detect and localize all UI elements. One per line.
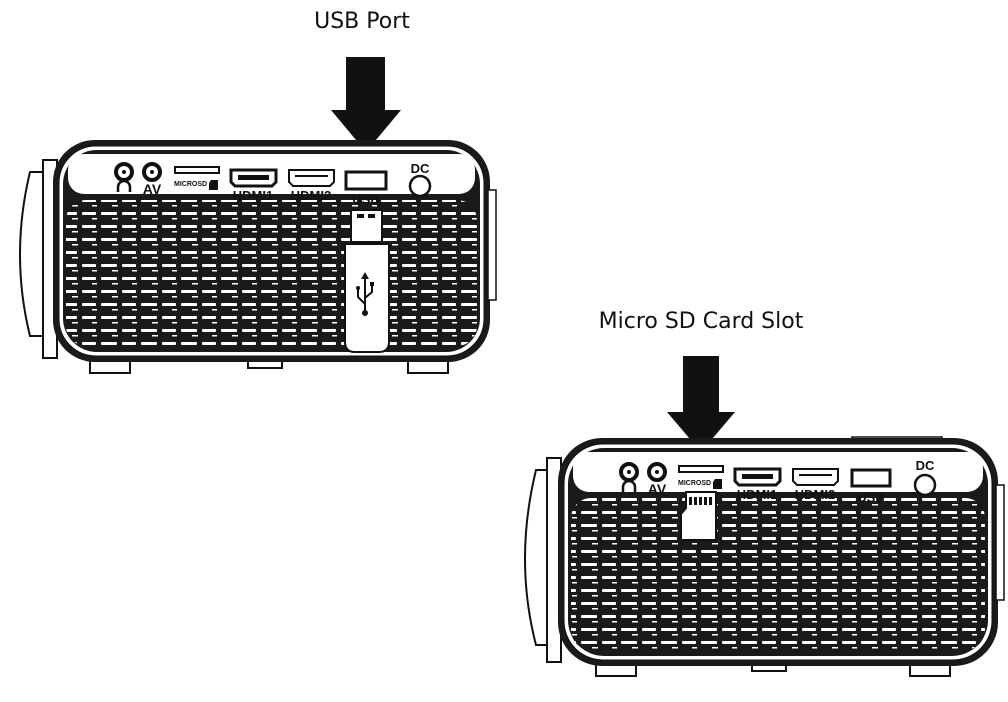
- headphone-icon: [116, 179, 132, 192]
- projector-body: [524, 436, 1005, 677]
- speaker-grille: [571, 498, 985, 650]
- microsd-card-icon: [680, 491, 717, 541]
- hdmi1-port: HDMI1: [229, 168, 278, 203]
- hdmi1-label: HDMI1: [737, 487, 777, 502]
- down-arrow-icon: [667, 356, 735, 452]
- usb-label: USB: [857, 490, 884, 505]
- dc-label: DC: [411, 161, 430, 176]
- hdmi1-port: HDMI1: [733, 467, 782, 502]
- hdmi2-port: HDMI2: [288, 169, 335, 203]
- usb-port: USB: [850, 468, 892, 505]
- av-jack: AV: [142, 162, 162, 197]
- headphone-jack: [619, 462, 639, 492]
- microsd-label: MICROSD: [678, 480, 711, 487]
- microsd-slot: MICROSD: [678, 465, 724, 489]
- projector-microsd-view: Micro SD Card Slot AV: [524, 309, 1005, 677]
- hdmi2-label: HDMI2: [291, 188, 331, 203]
- dc-jack: DC: [408, 161, 432, 198]
- usb-port-callout-label: USB Port: [314, 9, 410, 34]
- av-label: AV: [143, 181, 162, 197]
- microsd-slot-callout-label: Micro SD Card Slot: [599, 309, 804, 334]
- dc-jack: DC: [913, 458, 937, 497]
- microsd-slot: MICROSD: [174, 166, 220, 190]
- hdmi1-label: HDMI1: [233, 188, 273, 203]
- usb-flash-drive: [344, 209, 390, 353]
- down-arrow-icon: [331, 57, 401, 152]
- speaker-grille: [66, 200, 477, 346]
- headphone-icon: [621, 479, 637, 492]
- hdmi2-label: HDMI2: [795, 487, 835, 502]
- projector-usb-view: USB Port: [19, 9, 497, 374]
- headphone-jack: [114, 162, 134, 192]
- dc-label: DC: [916, 458, 935, 473]
- usb-port: USB: [344, 170, 388, 207]
- microsd-label: MICROSD: [174, 181, 207, 188]
- av-label: AV: [648, 481, 667, 497]
- av-jack: AV: [647, 462, 667, 497]
- usb-label: USB: [352, 192, 379, 207]
- usb-symbol-icon: [356, 272, 374, 316]
- hdmi2-port: HDMI2: [792, 468, 839, 502]
